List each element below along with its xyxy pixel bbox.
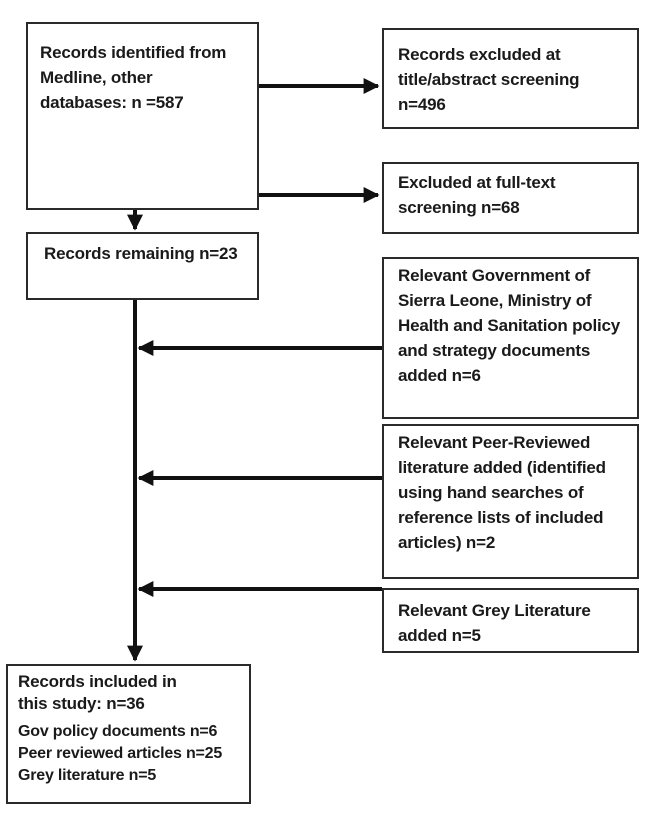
records-included-heading: Records included in this study: n=36 [18,672,177,713]
peer-reviewed-added-box: Relevant Peer-Reviewed literature added … [382,424,639,579]
grey-literature-added-box: Relevant Grey Literature added n=5 [382,588,639,653]
government-documents-added-box: Relevant Government of Sierra Leone, Min… [382,257,639,419]
peer-reviewed-added-text: Relevant Peer-Reviewed literature added … [398,433,606,552]
records-identified-text: Records identified from Medline, other d… [40,43,227,112]
records-remaining-text: Records remaining n=23 [44,244,238,263]
excluded-full-text-box: Excluded at full-text screening n=68 [382,162,639,234]
government-documents-added-text: Relevant Government of Sierra Leone, Min… [398,266,621,385]
records-remaining-box: Records remaining n=23 [26,232,259,300]
excluded-full-text-text: Excluded at full-text screening n=68 [398,173,556,217]
grey-literature-added-text: Relevant Grey Literature added n=5 [398,601,591,645]
included-peer-line: Peer reviewed articles n=25 [18,745,223,762]
excluded-title-abstract-text: Records excluded at title/abstract scree… [398,45,580,114]
included-grey-line: Grey literature n=5 [18,767,157,784]
records-identified-box: Records identified from Medline, other d… [26,22,259,210]
records-included-box: Records included in this study: n=36 Gov… [6,664,251,804]
included-gov-line: Gov policy documents n=6 [18,723,218,740]
excluded-title-abstract-box: Records excluded at title/abstract scree… [382,28,639,129]
